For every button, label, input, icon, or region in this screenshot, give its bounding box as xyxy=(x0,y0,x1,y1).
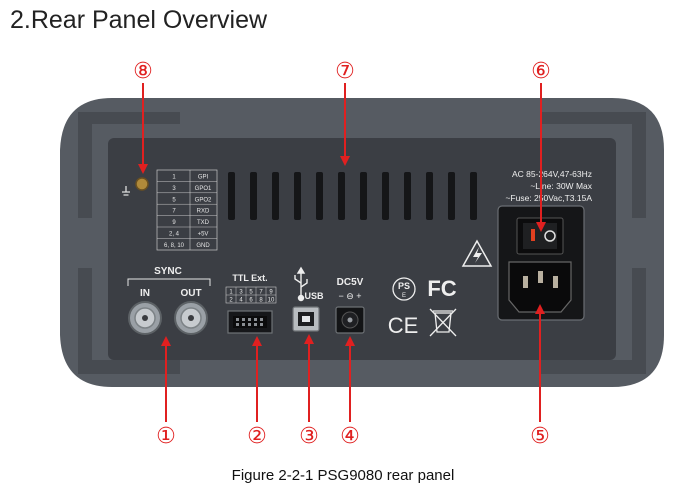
ttl-pin-number: 7 xyxy=(259,290,263,296)
ttl-pin-number: 8 xyxy=(259,298,263,304)
callout-2: ② xyxy=(247,424,267,449)
fc-mark: FC xyxy=(427,276,456,301)
pin-function: +5V xyxy=(198,232,209,238)
dc-barrel-jack[interactable] xyxy=(335,306,365,334)
callout-1: ① xyxy=(156,424,176,449)
pin-function: TXD xyxy=(197,220,210,226)
ground-icon xyxy=(122,186,130,196)
page-title: 2.Rear Panel Overview xyxy=(10,6,268,34)
weee-bin-icon xyxy=(429,308,457,337)
pin-function: GPO1 xyxy=(195,186,212,192)
ac-inlet-socket[interactable] xyxy=(508,261,572,313)
callout-5: ⑤ xyxy=(530,424,550,449)
ttl-pin-number: 6 xyxy=(249,298,253,304)
pin-number: 6, 8, 10 xyxy=(164,243,185,249)
callout-leaders xyxy=(138,83,546,422)
dc5v-label: DC5V xyxy=(337,277,364,288)
pin-number: 9 xyxy=(172,220,176,226)
pin-number: 5 xyxy=(172,197,176,203)
figure-caption: Figure 2-2-1 PSG9080 rear panel xyxy=(231,467,455,484)
bezel-grip-top-left xyxy=(78,112,180,218)
pse-mark: PS E xyxy=(392,277,416,301)
ttl-ext-header-port[interactable] xyxy=(227,310,273,334)
ttl-pin-number: 9 xyxy=(269,290,273,296)
dc-polarity-symbol: − ⊖ + xyxy=(338,291,361,301)
callout-4: ④ xyxy=(340,424,360,449)
ttl-pin-number: 5 xyxy=(249,290,253,296)
ttl-pin-number: 10 xyxy=(268,298,275,304)
sync-out-label: OUT xyxy=(180,288,201,299)
pse-mark-text: PS xyxy=(398,281,410,291)
usb-label: USB xyxy=(304,291,324,301)
sync-in-bnc-connector[interactable] xyxy=(128,301,162,335)
pin-function: RXD xyxy=(197,209,210,215)
pin-number: 1 xyxy=(172,175,176,181)
ttl-pin-map: 1 3 5 7 9 2 4 6 8 10 xyxy=(225,286,277,304)
ac-fuse-spec: ~Fuse: 250Vac,T3.15A xyxy=(505,193,592,203)
high-voltage-warning-icon xyxy=(461,239,493,267)
pse-mark-subtext: E xyxy=(402,293,406,299)
ttl-pin-number: 3 xyxy=(239,290,243,296)
pin-function: GND xyxy=(196,243,210,249)
pin-function: GPI xyxy=(198,175,209,181)
vent-slots xyxy=(228,172,477,220)
ttl-pin-number: 2 xyxy=(229,298,233,304)
ac-input-spec: AC 85-264V,47-63Hz xyxy=(512,169,592,179)
sync-label: SYNC xyxy=(154,266,182,277)
sync-out-bnc-connector[interactable] xyxy=(174,301,208,335)
ttl-pin-number: 1 xyxy=(229,290,233,296)
usb-b-port[interactable] xyxy=(292,306,320,332)
bezel-grip-top-right xyxy=(540,112,646,218)
pin-table: 1 GPI 3 GPO1 5 GPO2 7 RXD 9 TXD 2, 4 +5V… xyxy=(156,169,218,251)
pin-number: 7 xyxy=(172,209,176,215)
usb-icon xyxy=(294,266,308,302)
ce-mark: CE xyxy=(388,313,419,338)
pin-number: 2, 4 xyxy=(169,232,180,238)
callout-6: ⑥ xyxy=(531,59,551,84)
ac-power-spec: ~Line: 30W Max xyxy=(530,181,592,191)
pin-function: GPO2 xyxy=(195,197,212,203)
bezel-grip-bottom-right xyxy=(540,268,646,374)
callout-3: ③ xyxy=(299,424,319,449)
ground-screw xyxy=(135,177,149,191)
bezel-grip-bottom-left xyxy=(78,268,180,374)
ttl-pin-number: 4 xyxy=(239,298,243,304)
callout-8: ⑧ xyxy=(133,59,153,84)
sync-in-label: IN xyxy=(140,288,150,299)
callout-7: ⑦ xyxy=(335,59,355,84)
ttl-ext-label: TTL Ext. xyxy=(232,273,267,283)
pin-number: 3 xyxy=(172,186,176,192)
sync-bracket xyxy=(127,278,211,286)
